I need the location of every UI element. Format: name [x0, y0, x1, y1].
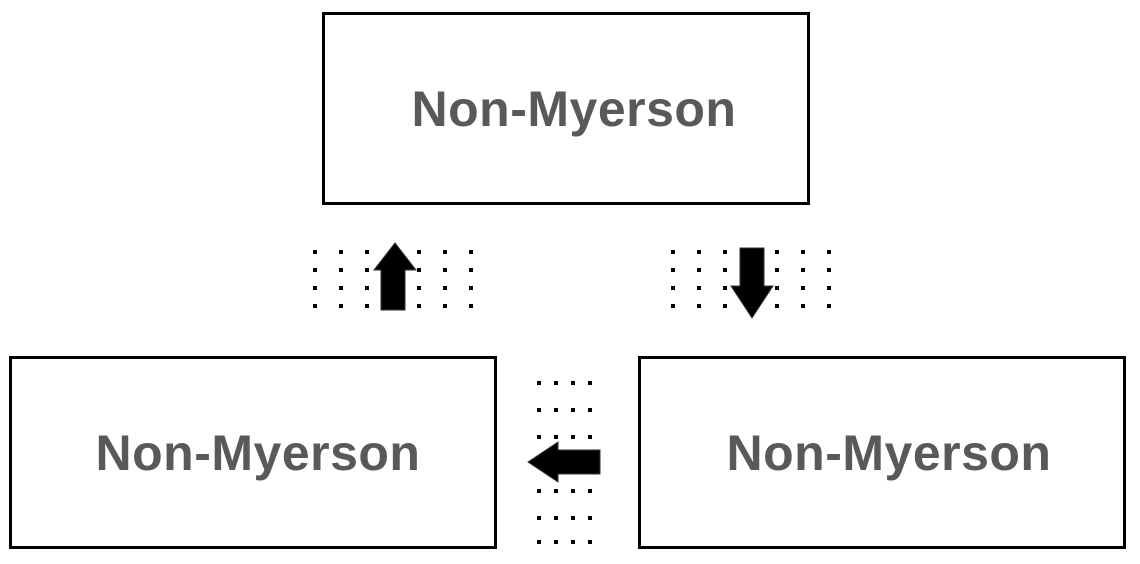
left-arrow-icon [527, 441, 601, 483]
dot [417, 304, 421, 308]
dot [827, 250, 831, 254]
dot [571, 408, 575, 412]
dot [801, 268, 805, 272]
dot [537, 540, 541, 544]
dot [469, 250, 473, 254]
dot [313, 250, 317, 254]
node-bottom-left-label: Non-Myerson [95, 424, 421, 481]
dot [537, 516, 541, 520]
dot [554, 408, 558, 412]
dot [697, 268, 701, 272]
dot [588, 435, 592, 439]
dot [723, 268, 727, 272]
dot [723, 286, 727, 290]
dot [339, 268, 343, 272]
dot [775, 250, 779, 254]
dot [554, 540, 558, 544]
dot [671, 250, 675, 254]
node-bottom-left: Non-Myerson [9, 356, 497, 549]
dot [469, 268, 473, 272]
down-arrow-icon [730, 247, 774, 319]
dot [443, 304, 447, 308]
dot [775, 268, 779, 272]
dot [801, 286, 805, 290]
dot [469, 286, 473, 290]
dot [723, 250, 727, 254]
dot [417, 286, 421, 290]
dot [571, 489, 575, 493]
dot [671, 268, 675, 272]
dot [827, 304, 831, 308]
dot [365, 304, 369, 308]
dot [537, 381, 541, 385]
dot [313, 286, 317, 290]
dot [571, 435, 575, 439]
dot [554, 381, 558, 385]
edge-right-to-left [527, 381, 601, 544]
dot [588, 381, 592, 385]
dot [313, 268, 317, 272]
dot [827, 286, 831, 290]
dot [671, 286, 675, 290]
node-top: Non-Myerson [322, 12, 810, 205]
dot [588, 408, 592, 412]
node-bottom-right-label: Non-Myerson [726, 424, 1052, 481]
dot [417, 268, 421, 272]
dot [775, 286, 779, 290]
dot [571, 516, 575, 520]
dot [827, 268, 831, 272]
dot [365, 286, 369, 290]
node-top-label: Non-Myerson [411, 80, 737, 137]
dot [801, 250, 805, 254]
dot [723, 304, 727, 308]
dot [588, 489, 592, 493]
dot [365, 250, 369, 254]
node-bottom-right: Non-Myerson [638, 356, 1126, 549]
dot [671, 304, 675, 308]
dot [313, 304, 317, 308]
dot [339, 250, 343, 254]
dot [365, 268, 369, 272]
dot [443, 268, 447, 272]
edge-top-to-right [671, 247, 831, 319]
dot [554, 516, 558, 520]
dot [697, 286, 701, 290]
dot [537, 435, 541, 439]
dot [554, 435, 558, 439]
dot [469, 304, 473, 308]
dot [697, 304, 701, 308]
dot [775, 304, 779, 308]
dot [801, 304, 805, 308]
dot [443, 250, 447, 254]
dot [697, 250, 701, 254]
dot [339, 304, 343, 308]
up-arrow-icon [372, 242, 418, 311]
dot [443, 286, 447, 290]
dot [537, 489, 541, 493]
dot [339, 286, 343, 290]
dot [588, 540, 592, 544]
edge-left-to-top [313, 242, 473, 311]
dot [571, 381, 575, 385]
dot [537, 408, 541, 412]
dot [417, 250, 421, 254]
dot [571, 540, 575, 544]
dot [554, 489, 558, 493]
dot [588, 516, 592, 520]
